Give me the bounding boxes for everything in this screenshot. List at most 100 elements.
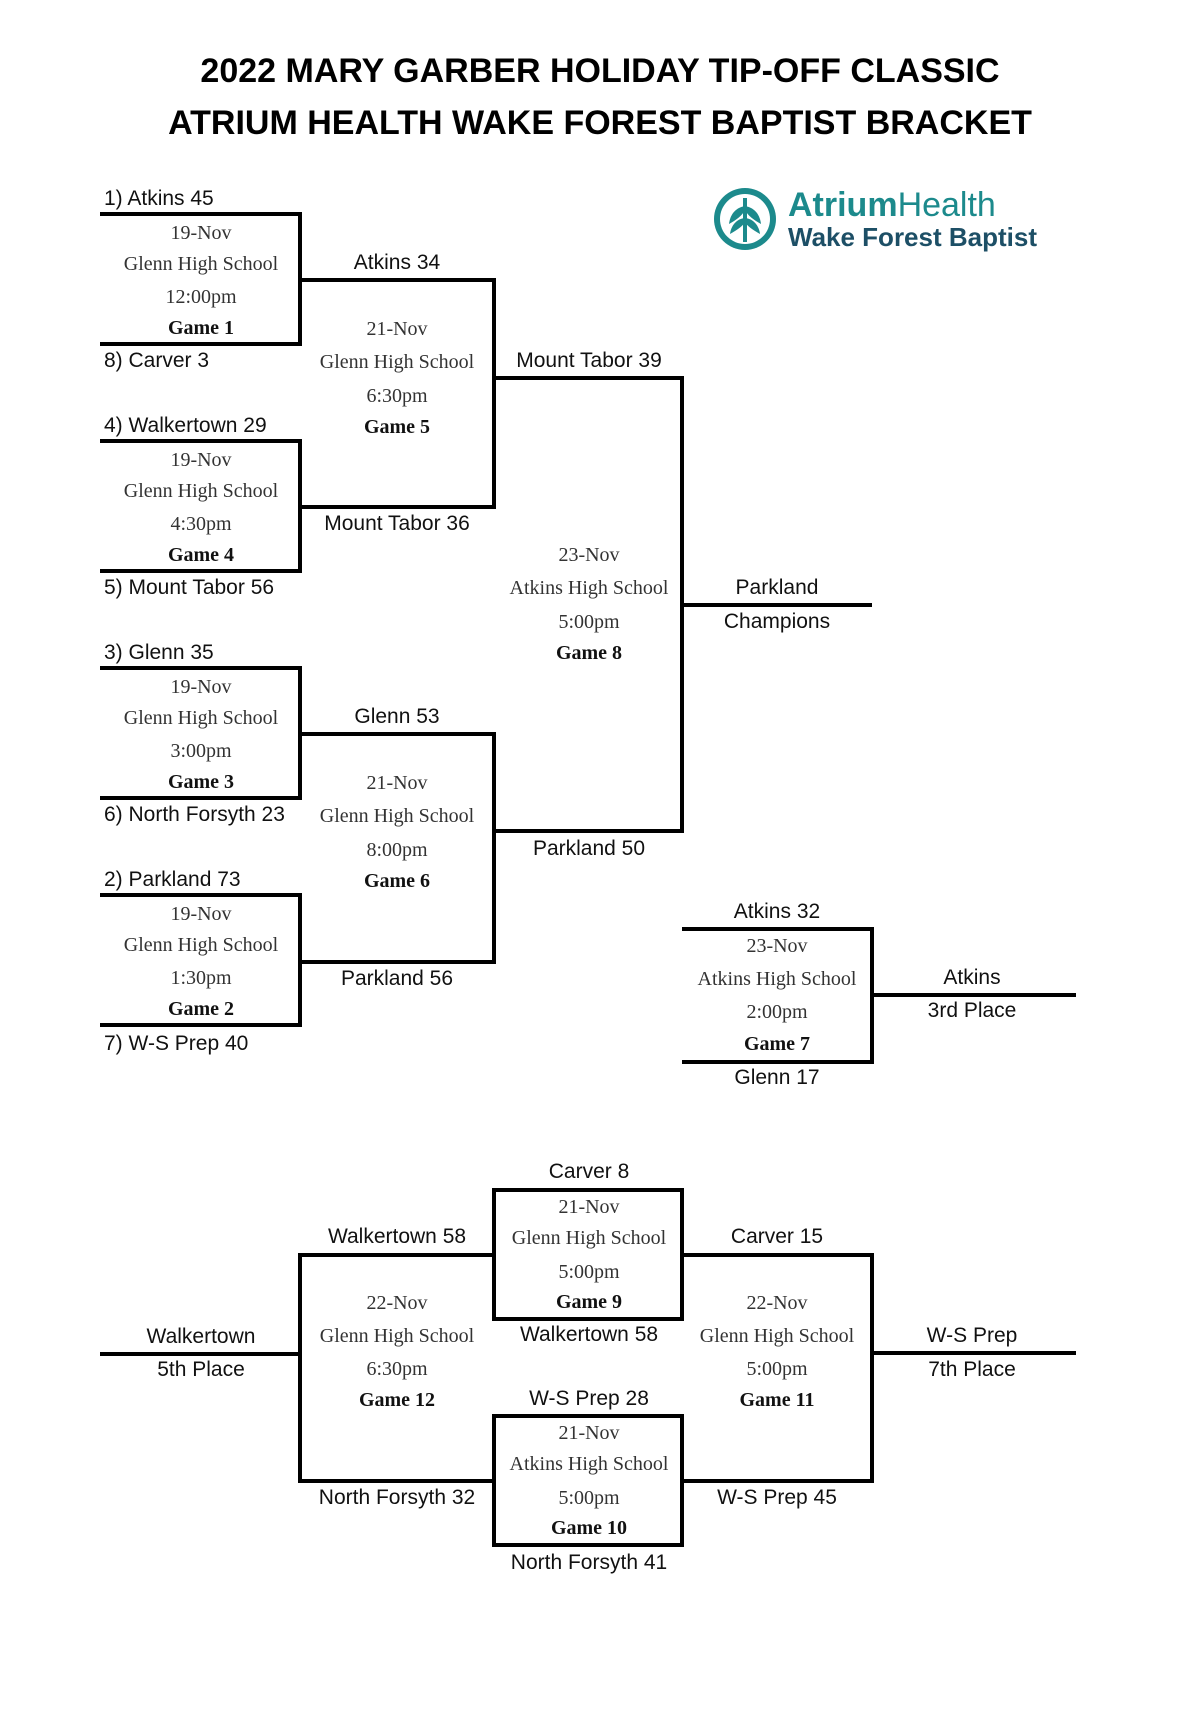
game-number: Game 12 bbox=[358, 1389, 436, 1411]
bracket-line bbox=[298, 1253, 494, 1257]
game-time: 6:30pm bbox=[366, 385, 428, 407]
atrium-health-logo: AtriumHealth Wake Forest Baptist bbox=[712, 186, 1052, 256]
bracket-line bbox=[492, 1317, 684, 1321]
game-time: 8:00pm bbox=[366, 839, 428, 861]
game-number: Game 9 bbox=[555, 1291, 623, 1313]
game-venue: Glenn High School bbox=[123, 934, 279, 956]
bracket-line bbox=[100, 342, 302, 346]
bracket-line bbox=[492, 732, 496, 964]
atrium-health-leaf-icon bbox=[714, 188, 776, 250]
bracket-line bbox=[682, 1479, 874, 1483]
bracket-line bbox=[300, 278, 496, 282]
game-number: Game 7 bbox=[743, 1033, 811, 1055]
team-slot-g7-top: Atkins 32 bbox=[733, 900, 821, 923]
logo-subline: Wake Forest Baptist bbox=[788, 222, 1037, 252]
game-time: 5:00pm bbox=[558, 611, 620, 633]
team-slot-final-bottom: Parkland 50 bbox=[532, 837, 646, 860]
game-venue: Glenn High School bbox=[511, 1227, 667, 1249]
game-number: Game 1 bbox=[167, 317, 235, 339]
game-number: Game 2 bbox=[167, 998, 235, 1020]
bracket-line bbox=[100, 1023, 302, 1027]
game-venue: Atkins High School bbox=[697, 968, 857, 990]
fifth-place-label: 5th Place bbox=[157, 1358, 245, 1381]
game-venue: Glenn High School bbox=[123, 480, 279, 502]
bracket-line bbox=[100, 796, 302, 800]
game-venue: Atkins High School bbox=[509, 577, 669, 599]
bracket-line bbox=[100, 439, 302, 443]
bracket-line bbox=[100, 893, 302, 897]
bracket-line bbox=[300, 505, 496, 509]
team-slot-r1g2-bottom: 7) W-S Prep 40 bbox=[104, 1032, 249, 1055]
game-number: Game 5 bbox=[363, 416, 431, 438]
bracket-line bbox=[494, 376, 684, 380]
bracket-line bbox=[492, 278, 496, 509]
game-date: 21-Nov bbox=[558, 1196, 620, 1218]
team-slot-r1g3-top: 3) Glenn 35 bbox=[104, 641, 214, 664]
bracket-line bbox=[492, 1414, 684, 1418]
game-time: 5:00pm bbox=[746, 1358, 808, 1380]
third-place-name: Atkins bbox=[943, 966, 1001, 989]
game-date: 19-Nov bbox=[170, 449, 232, 471]
team-slot-r1g1-bottom: 8) Carver 3 bbox=[104, 349, 210, 372]
game-date: 22-Nov bbox=[366, 1292, 428, 1314]
bracket-line bbox=[872, 993, 1076, 997]
game-time: 12:00pm bbox=[165, 286, 237, 308]
game-date: 19-Nov bbox=[170, 903, 232, 925]
team-slot-r1g3-bottom: 6) North Forsyth 23 bbox=[104, 803, 285, 826]
bracket-line bbox=[682, 927, 874, 931]
champion-name: Parkland bbox=[735, 576, 819, 599]
team-slot-g5-bottom: Mount Tabor 36 bbox=[324, 512, 470, 535]
game-number: Game 3 bbox=[167, 771, 235, 793]
bracket-line bbox=[300, 960, 496, 964]
bracket-line bbox=[682, 1060, 874, 1064]
seventh-place-name: W-S Prep bbox=[926, 1324, 1018, 1347]
game-time: 2:00pm bbox=[746, 1001, 808, 1023]
game-date: 22-Nov bbox=[746, 1292, 808, 1314]
team-slot-g12-bottom: North Forsyth 32 bbox=[318, 1486, 476, 1509]
bracket-line bbox=[492, 1543, 684, 1547]
bracket-line bbox=[492, 1188, 496, 1321]
team-slot-g10-top: W-S Prep 28 bbox=[529, 1387, 649, 1410]
team-slot-g9-top: Carver 8 bbox=[548, 1160, 630, 1183]
game-number: Game 11 bbox=[739, 1389, 815, 1411]
game-date: 21-Nov bbox=[366, 772, 428, 794]
team-slot-g11-top: Carver 15 bbox=[730, 1225, 824, 1248]
game-date: 23-Nov bbox=[558, 544, 620, 566]
game-venue: Glenn High School bbox=[699, 1325, 855, 1347]
game-date: 21-Nov bbox=[366, 318, 428, 340]
bracket-line bbox=[872, 1351, 1076, 1355]
bracket-title-line1: 2022 MARY GARBER HOLIDAY TIP-OFF CLASSIC bbox=[200, 52, 1000, 90]
bracket-line bbox=[494, 829, 684, 833]
game-date: 23-Nov bbox=[746, 935, 808, 957]
game-number: Game 10 bbox=[550, 1517, 628, 1539]
fifth-place-name: Walkertown bbox=[146, 1325, 256, 1348]
third-place-label: 3rd Place bbox=[927, 999, 1017, 1022]
team-slot-g11-bottom: W-S Prep 45 bbox=[717, 1486, 837, 1509]
game-number: Game 4 bbox=[167, 544, 235, 566]
game-time: 6:30pm bbox=[366, 1358, 428, 1380]
game-date: 19-Nov bbox=[170, 676, 232, 698]
team-slot-g9-bottom: Walkertown 58 bbox=[519, 1323, 659, 1346]
team-slot-g10-bottom: North Forsyth 41 bbox=[510, 1551, 668, 1574]
champion-label: Champions bbox=[723, 610, 831, 633]
bracket-line bbox=[298, 1479, 494, 1483]
game-venue: Glenn High School bbox=[319, 805, 475, 827]
team-slot-r1g4-bottom: 5) Mount Tabor 56 bbox=[104, 576, 275, 599]
bracket-line bbox=[492, 1414, 496, 1547]
team-slot-r1g1-top: 1) Atkins 45 bbox=[104, 187, 214, 210]
bracket-line bbox=[870, 1253, 874, 1483]
team-slot-final-top: Mount Tabor 39 bbox=[516, 349, 662, 372]
bracket-line bbox=[100, 1352, 300, 1356]
game-venue: Glenn High School bbox=[319, 351, 475, 373]
game-number: Game 8 bbox=[555, 642, 623, 664]
game-venue: Glenn High School bbox=[319, 1325, 475, 1347]
game-time: 5:00pm bbox=[558, 1487, 620, 1509]
team-slot-g6-top: Glenn 53 bbox=[354, 705, 440, 728]
team-slot-g7-bottom: Glenn 17 bbox=[734, 1066, 820, 1089]
game-time: 5:00pm bbox=[558, 1261, 620, 1283]
game-date: 21-Nov bbox=[558, 1422, 620, 1444]
game-time: 4:30pm bbox=[170, 513, 232, 535]
team-slot-g6-bottom: Parkland 56 bbox=[340, 967, 454, 990]
bracket-line bbox=[100, 666, 302, 670]
bracket-line bbox=[100, 569, 302, 573]
